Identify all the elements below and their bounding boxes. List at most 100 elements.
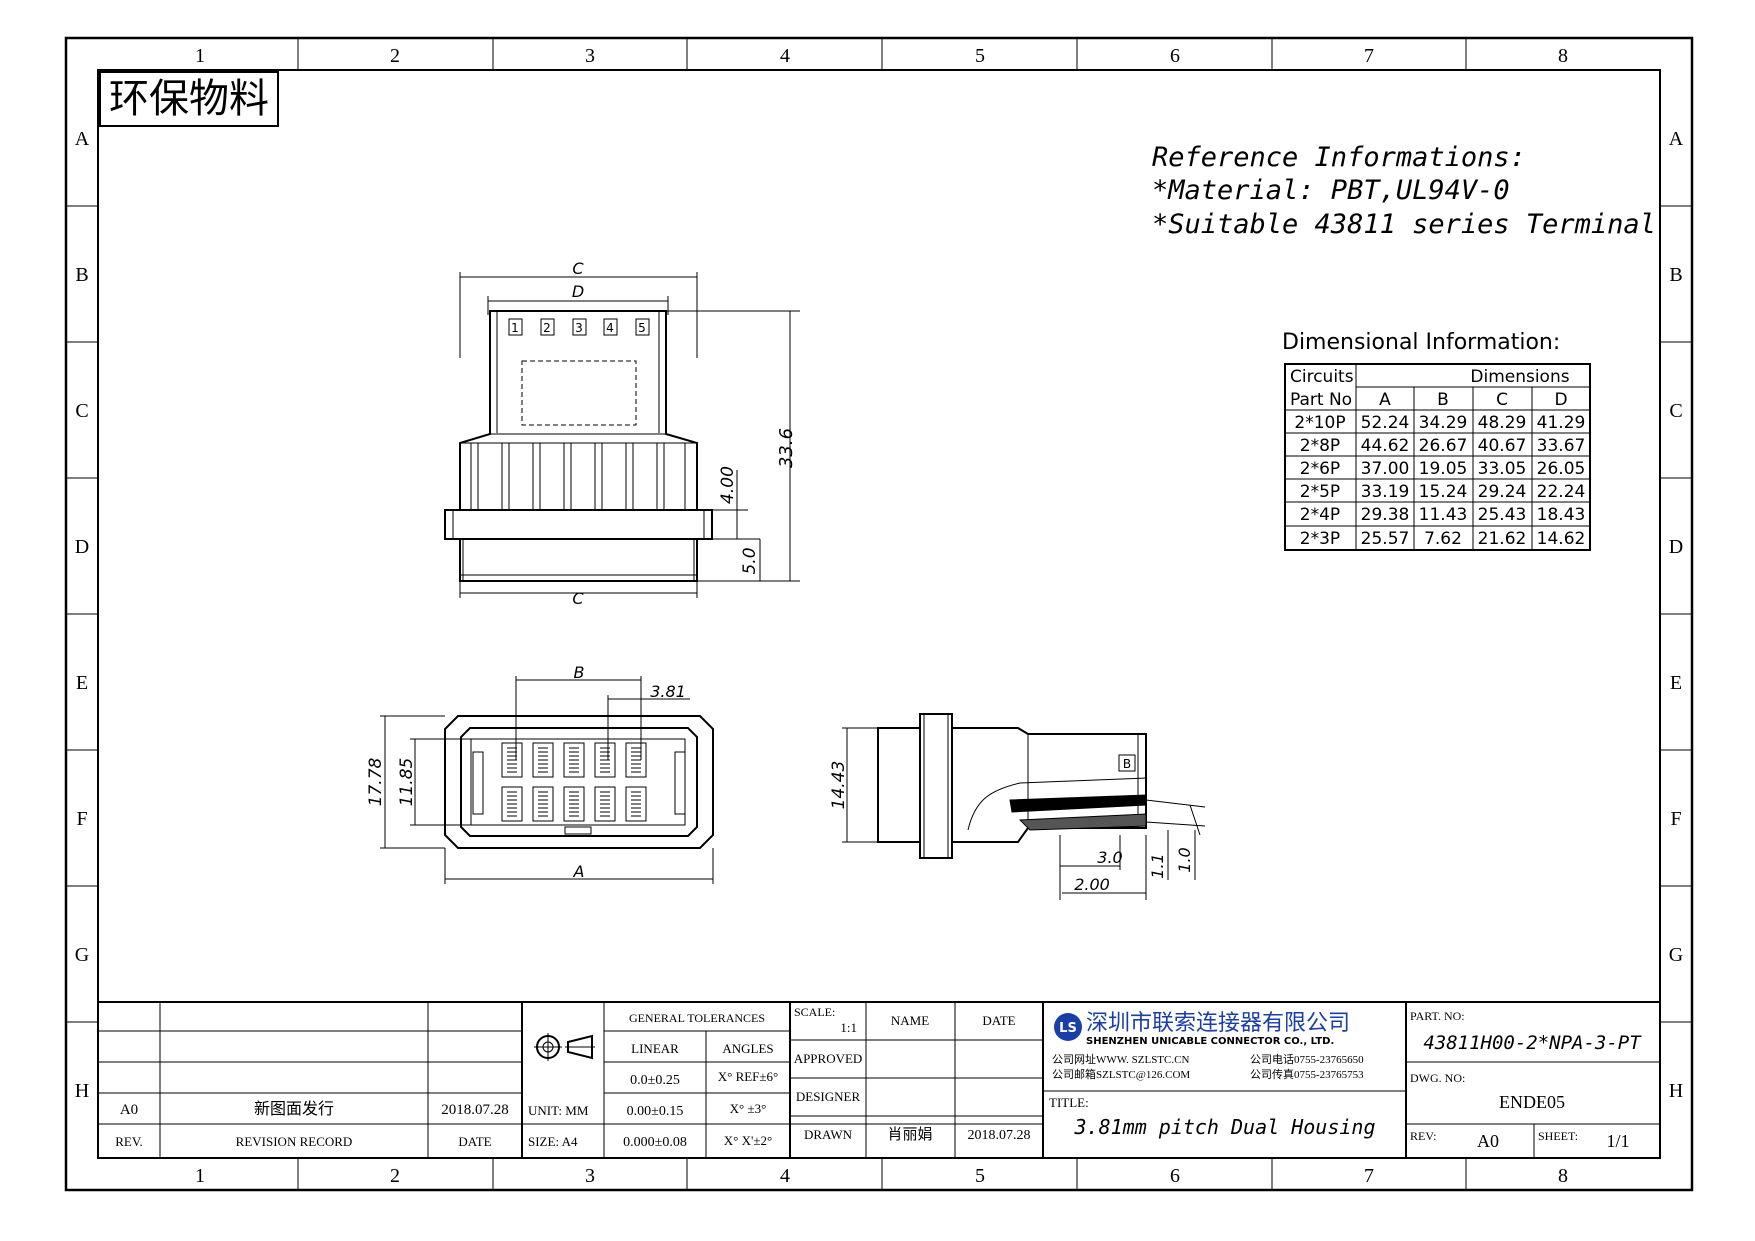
col-label-top: 1 (195, 45, 205, 67)
linear-tolerance: 0.00±0.15 (627, 1104, 684, 1119)
dim-c-bottom: C (572, 589, 584, 608)
dim-side-height: 14.43 (829, 761, 849, 810)
table-cell: 14.62 (1537, 529, 1586, 549)
dim-outer-height: 17.78 (366, 757, 386, 806)
row-label-right: H (1669, 1080, 1683, 1102)
pin-number-labels: 1 2 3 4 5 (508, 318, 650, 336)
row-label-left: D (75, 536, 89, 558)
row-label-right: C (1669, 400, 1682, 422)
row-label-right: B (1669, 264, 1682, 286)
row-label-right: D (1669, 536, 1683, 558)
drawn-label: DRAWN (804, 1127, 853, 1142)
dwg-no-value: ENDE05 (1499, 1092, 1565, 1112)
table-cell: 37.00 (1361, 459, 1410, 479)
company-name-en: SHENZHEN UNICABLE CONNECTOR CO., LTD. (1086, 1036, 1334, 1047)
reference-material: *Material: PBT,UL94V-0 (1152, 175, 1510, 206)
date-header: DATE (982, 1013, 1015, 1028)
dimension-table: Circuits Part No Dimensions A B C D 2*10… (1284, 363, 1591, 551)
table-row: 2*3P 25.57 7.62 21.62 14.62 (1300, 529, 1586, 549)
table-cell-part: 2*5P (1300, 482, 1340, 502)
reference-terminal: *Suitable 43811 series Terminal (1152, 209, 1656, 240)
dim-a: A (573, 862, 585, 881)
table-cell-part: 2*8P (1300, 436, 1340, 456)
title-label: TITLE: (1049, 1095, 1089, 1110)
table-row: 2*8P 44.62 26.67 40.67 33.67 (1300, 436, 1586, 456)
part-no-value: 43811H00-2*NPA-3-PT (1423, 1032, 1642, 1054)
col-label-bottom: 2 (390, 1165, 400, 1187)
angles-header: ANGLES (722, 1041, 773, 1056)
col-label-top: 7 (1364, 45, 1374, 67)
linear-tolerance: 0.0±0.25 (630, 1073, 680, 1088)
dim-b: B (574, 663, 585, 682)
col-label-bottom: 7 (1364, 1165, 1374, 1187)
drawing-title: 3.81mm pitch Dual Housing (1073, 1115, 1375, 1139)
rev-value: A0 (1477, 1131, 1499, 1151)
col-label-top: 5 (975, 45, 985, 67)
row-label-right: A (1669, 128, 1684, 150)
dim-pitch: 3.81 (650, 682, 686, 701)
dim-d-top: D (572, 282, 584, 301)
table-col-header: D (1554, 390, 1567, 410)
company-website: 公司网址WWW. SZLSTC.CN (1052, 1052, 1189, 1066)
revision-description: 新图面发行 (254, 1100, 334, 1118)
col-label-bottom: 5 (975, 1165, 985, 1187)
company-logo-icon: LS (1054, 1013, 1082, 1041)
title-block: A0 新图面发行 2018.07.28 REV. REVISION RECORD… (98, 1001, 1660, 1158)
table-col-header: C (1496, 390, 1508, 410)
col-label-top: 3 (585, 45, 595, 67)
table-cell: 48.29 (1478, 413, 1527, 433)
table-cell: 25.43 (1478, 505, 1527, 525)
table-row: 2*6P 37.00 19.05 33.05 26.05 (1300, 459, 1586, 479)
dim-total-height: 33.6 (776, 428, 797, 468)
approved-label: APPROVED (794, 1051, 863, 1066)
table-cell: 33.05 (1478, 459, 1527, 479)
date-column-header: DATE (458, 1134, 491, 1149)
table-row: 2*5P 33.19 15.24 29.24 22.24 (1300, 482, 1586, 502)
scale-label: SCALE: (794, 1005, 835, 1019)
table-cell: 26.05 (1537, 459, 1586, 479)
sheet-label: SHEET: (1538, 1129, 1578, 1143)
reference-informations: Reference Informations: *Material: PBT,U… (1152, 142, 1656, 240)
dim-2-00: 2.00 (1074, 875, 1110, 894)
dim-c-top: C (572, 259, 584, 278)
table-cell: 18.43 (1537, 505, 1586, 525)
table-header-circuits: Circuits (1290, 367, 1354, 387)
frame-row-labels: A B C D E F G H A B C D E F G H (75, 128, 1684, 1102)
dim-info-title: Dimensional Information: (1282, 330, 1560, 355)
table-cell: 41.29 (1537, 413, 1586, 433)
dim-1-0: 1.0 (1175, 847, 1194, 872)
col-label-bottom: 6 (1170, 1165, 1180, 1187)
table-cell: 22.24 (1537, 482, 1586, 502)
linear-header: LINEAR (631, 1041, 679, 1056)
dimensional-information: Dimensional Information: Circuits Part N… (1282, 330, 1591, 551)
row-label-left: A (75, 128, 90, 150)
table-cell: 34.29 (1419, 413, 1468, 433)
table-cell: 40.67 (1478, 436, 1527, 456)
row-label-left: G (75, 944, 89, 966)
table-cell: 25.57 (1361, 529, 1410, 549)
table-cell-part: 2*3P (1300, 529, 1340, 549)
dwg-no-label: DWG. NO: (1410, 1071, 1465, 1085)
row-label-right: E (1670, 672, 1682, 694)
table-header-partno: Part No (1290, 390, 1352, 410)
table-cell-part: 2*6P (1300, 459, 1340, 479)
company-phone: 公司电话0755-23765650 (1250, 1053, 1364, 1066)
table-row: 2*4P 29.38 11.43 25.43 18.43 (1300, 505, 1586, 525)
table-cell-part: 2*10P (1294, 413, 1345, 433)
row-label-left: B (75, 264, 88, 286)
dim-inner-height: 11.85 (397, 758, 417, 807)
dim-flange-height: 4.00 (718, 466, 738, 504)
row-label-right: G (1669, 944, 1683, 966)
unit-label: UNIT: MM (528, 1103, 589, 1118)
dim-bottom-height: 5.0 (740, 547, 760, 574)
front-view: C D 1 2 3 4 5 (444, 259, 800, 608)
col-label-bottom: 4 (780, 1165, 790, 1187)
company-name-cn: 深圳市联索连接器有限公司 (1086, 1011, 1350, 1036)
table-cell-part: 2*4P (1300, 505, 1340, 525)
table-header-dimensions: Dimensions (1470, 367, 1569, 387)
linear-tolerance: 0.000±0.08 (623, 1135, 687, 1150)
col-label-bottom: 3 (585, 1165, 595, 1187)
drawing-frame (64, 36, 1694, 1192)
col-label-bottom: 8 (1558, 1165, 1568, 1187)
row-label-left: F (76, 808, 87, 830)
